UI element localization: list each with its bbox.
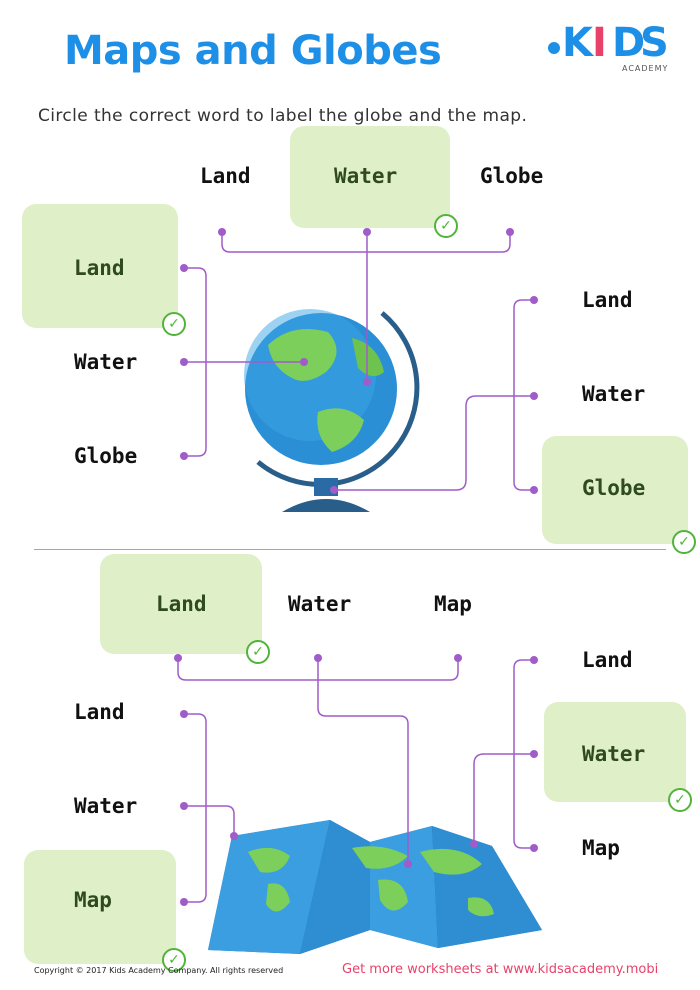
copyright-text: Copyright © 2017 Kids Academy Company. A… (34, 966, 284, 975)
promo-link[interactable]: Get more worksheets at www.kidsacademy.m… (342, 962, 659, 977)
map-left-option-land[interactable]: Land (74, 700, 125, 724)
map-top-option-water[interactable]: Water (288, 592, 352, 616)
map-illustration (208, 820, 542, 954)
map-right-answer-box (544, 702, 686, 802)
globe-top-answer-box (290, 126, 450, 228)
globe-left-check-icon: ✓ (162, 312, 186, 336)
map-left-check-icon: ✓ (162, 948, 186, 972)
logo-letter-k: K (562, 20, 593, 66)
globe-top-check-icon: ✓ (434, 214, 458, 238)
logo-subtitle: ACADEMY (622, 64, 669, 73)
map-top-option-land[interactable]: Land (156, 592, 207, 616)
globe-connectors (184, 232, 534, 491)
map-top-option-map[interactable]: Map (434, 592, 472, 616)
globe-right-option-land[interactable]: Land (582, 288, 633, 312)
page-title: Maps and Globes (64, 28, 442, 74)
map-right-check-icon: ✓ (668, 788, 692, 812)
logo-letter-d: D (612, 20, 646, 66)
map-top-check-icon: ✓ (246, 640, 270, 664)
globe-connector-dots (180, 228, 538, 494)
globe-right-option-globe[interactable]: Globe (582, 476, 646, 500)
globe-right-option-water[interactable]: Water (582, 382, 646, 406)
globe-left-answer-box (22, 204, 178, 328)
map-left-option-map[interactable]: Map (74, 888, 112, 912)
globe-top-option-water[interactable]: Water (334, 164, 398, 188)
logo-letter-i: I (592, 20, 607, 66)
map-right-option-map[interactable]: Map (582, 836, 620, 860)
map-right-option-water[interactable]: Water (582, 742, 646, 766)
map-left-answer-box (24, 850, 176, 964)
globe-top-option-land[interactable]: Land (200, 164, 251, 188)
map-right-option-land[interactable]: Land (582, 648, 633, 672)
globe-left-option-land[interactable]: Land (74, 256, 125, 280)
section-divider (34, 549, 666, 550)
instruction-text: Circle the correct word to label the glo… (38, 106, 528, 126)
map-top-answer-box (100, 554, 262, 654)
globe-left-option-water[interactable]: Water (74, 350, 138, 374)
map-left-option-water[interactable]: Water (74, 794, 138, 818)
globe-left-option-globe[interactable]: Globe (74, 444, 138, 468)
map-connectors (177, 658, 534, 903)
map-connector-dots (174, 654, 538, 906)
globe-illustration (244, 309, 420, 512)
globe-top-option-globe[interactable]: Globe (480, 164, 544, 188)
kids-academy-logo: K I D S ACADEMY (548, 18, 678, 80)
logo-splash-icon (548, 42, 560, 54)
globe-right-answer-box (542, 436, 688, 544)
logo-letter-s: S (640, 20, 669, 66)
globe-right-check-icon: ✓ (672, 530, 696, 554)
